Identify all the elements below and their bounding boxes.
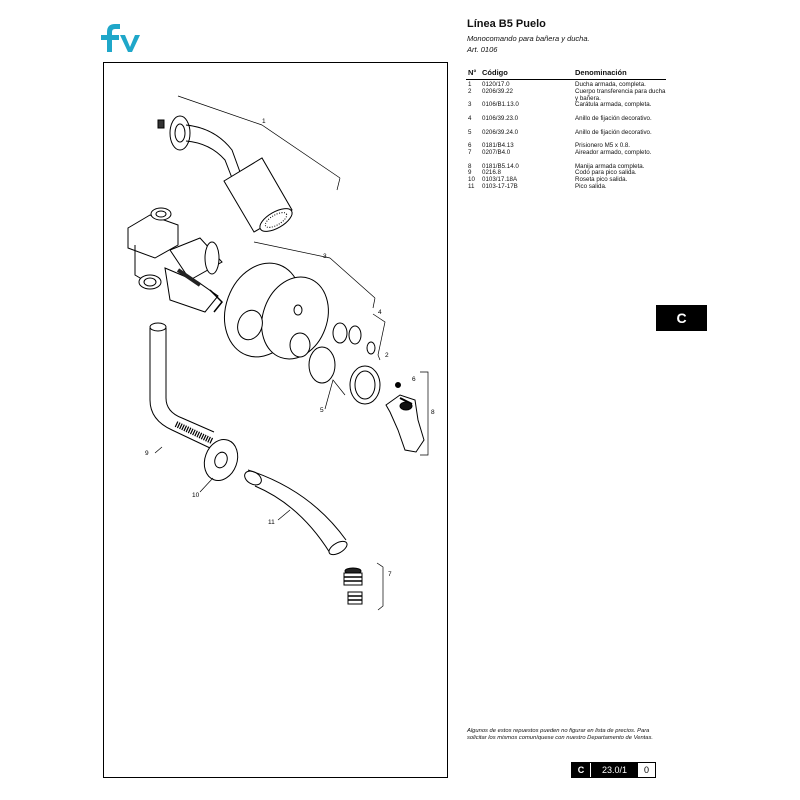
row-code: 0216.8 (482, 169, 501, 177)
callout-9: 9 (145, 450, 149, 457)
row-number: 5 (468, 128, 472, 136)
handle-8 (385, 382, 425, 453)
row-name: Pico salida. (575, 182, 607, 190)
spout-11 (244, 469, 348, 556)
table-row: 1 0120/17.0 Ducha armada, completa. (466, 81, 666, 89)
row-code: 0120/17.0 (482, 81, 510, 88)
row-name: Prisionero M5 x 0.8. (575, 142, 631, 150)
rosette-10 (203, 439, 239, 481)
row-number: 9 (468, 169, 472, 177)
cover-plate (224, 262, 329, 360)
ring-4 (332, 322, 376, 355)
table-row: 7 0207/B4.0 Aireador armado, completo. (466, 148, 666, 164)
row-number: 3 (468, 101, 472, 109)
callout-5: 5 (320, 407, 324, 414)
aerator-7 (343, 567, 363, 605)
row-number: 8 (468, 162, 472, 170)
ring-5 (308, 346, 381, 405)
table-row: 11 0103-17-17B Pico salida. (466, 182, 666, 191)
row-name: Anillo de fijación decorativo. (575, 128, 652, 136)
article-number: Art. 0106 (467, 45, 498, 54)
callout-4: 4 (378, 309, 382, 316)
callout-lines (154, 95, 429, 611)
parts-table-header: N° Código Denominación (466, 66, 666, 80)
table-row: 2 0206/39.22 Cuerpo transferencia para duc… (466, 87, 666, 103)
parts-table-body: 1 0120/17.0 Ducha armada, completa. 2 0206/3… (466, 81, 666, 191)
callout-7: 7 (388, 571, 392, 578)
fv-logo (101, 24, 140, 52)
callout-2: 2 (385, 352, 389, 359)
row-name: Roseta pico salida. (575, 176, 628, 184)
row-number: 1 (468, 81, 472, 88)
row-number: 7 (468, 148, 472, 156)
page-title: Línea B5 Puelo (467, 18, 546, 30)
disclaimer-note: Algunos de estos repuestos pueden no fig… (467, 728, 654, 741)
row-name: Manija armada completa. (575, 162, 645, 170)
callout-10: 10 (192, 492, 200, 499)
row-name: Carátula armada, completa. (575, 101, 652, 109)
row-number: 4 (468, 114, 472, 122)
row-code: 0207/B4.0 (482, 148, 511, 156)
table-row: 5 0206/39.24.0 Anillo de fijación decorati… (466, 128, 666, 144)
row-name: Cuerpo transferencia para ducha y bañera… (575, 87, 666, 102)
table-row: 4 0106/39.23.0 Anillo de fijación decorati… (466, 114, 666, 130)
callout-11: 11 (268, 519, 275, 526)
row-name: Anillo de fijación decorativo. (575, 114, 652, 122)
row-name: Codo para pico salida. (575, 169, 637, 177)
row-number: 6 (468, 142, 472, 150)
callout-8: 8 (431, 409, 435, 416)
row-number: 11 (468, 182, 475, 190)
row-name: Aireador armado, completo. (575, 148, 652, 156)
footer-page-number: 23.0/1 (590, 763, 638, 777)
table-row: 10 0103/17.18A Roseta pico salida. (466, 176, 666, 184)
callout-3: 3 (323, 253, 327, 260)
row-code: 0181/B4.13 (482, 142, 514, 150)
row-code: 0181/B5.14.0 (482, 162, 519, 170)
section-tab: C (656, 305, 707, 331)
transfer-body (127, 207, 224, 313)
drawing-frame (103, 62, 448, 778)
callout-1: 1 (262, 118, 266, 125)
page-footer: C 23.0/1 0 (571, 762, 656, 778)
row-code: 0106/39.23.0 (482, 114, 519, 122)
header-code: Código (482, 68, 508, 77)
header-number: N° (468, 68, 477, 77)
row-code: 0103/17.18A (482, 176, 518, 184)
table-row: 9 0216.8 Codo para pico salida. (466, 170, 666, 177)
footer-revision: 0 (638, 763, 655, 777)
elbow-9 (149, 322, 215, 449)
table-row: 3 0106/B1.13.0 Carátula armada, completa. (466, 102, 666, 116)
footer-section: C (572, 763, 590, 777)
row-code: 0103-17-17B (482, 182, 518, 190)
page-subtitle: Monocomando para bañera y ducha. (467, 34, 590, 43)
row-code: 0206/39.24.0 (482, 128, 519, 136)
row-name: Ducha armada, completa. (575, 81, 646, 88)
row-number: 10 (468, 176, 475, 184)
row-number: 2 (468, 87, 472, 95)
table-row: 8 0181/B5.14.0 Manija armada completa. (466, 162, 666, 171)
callout-6: 6 (412, 376, 416, 383)
table-row: 6 0181/B4.13 Prisionero M5 x 0.8. (466, 142, 666, 150)
row-code: 0206/39.22 (482, 87, 513, 95)
exploded-view-drawing: 1 2 3 4 5 6 7 8 9 10 11 (127, 95, 435, 611)
header-name: Denominación (575, 68, 627, 77)
row-code: 0106/B1.13.0 (482, 101, 519, 109)
parts-table: N° Código Denominación 1 0120/17.0 Ducha a… (466, 66, 666, 191)
shower-assembly (157, 115, 293, 233)
